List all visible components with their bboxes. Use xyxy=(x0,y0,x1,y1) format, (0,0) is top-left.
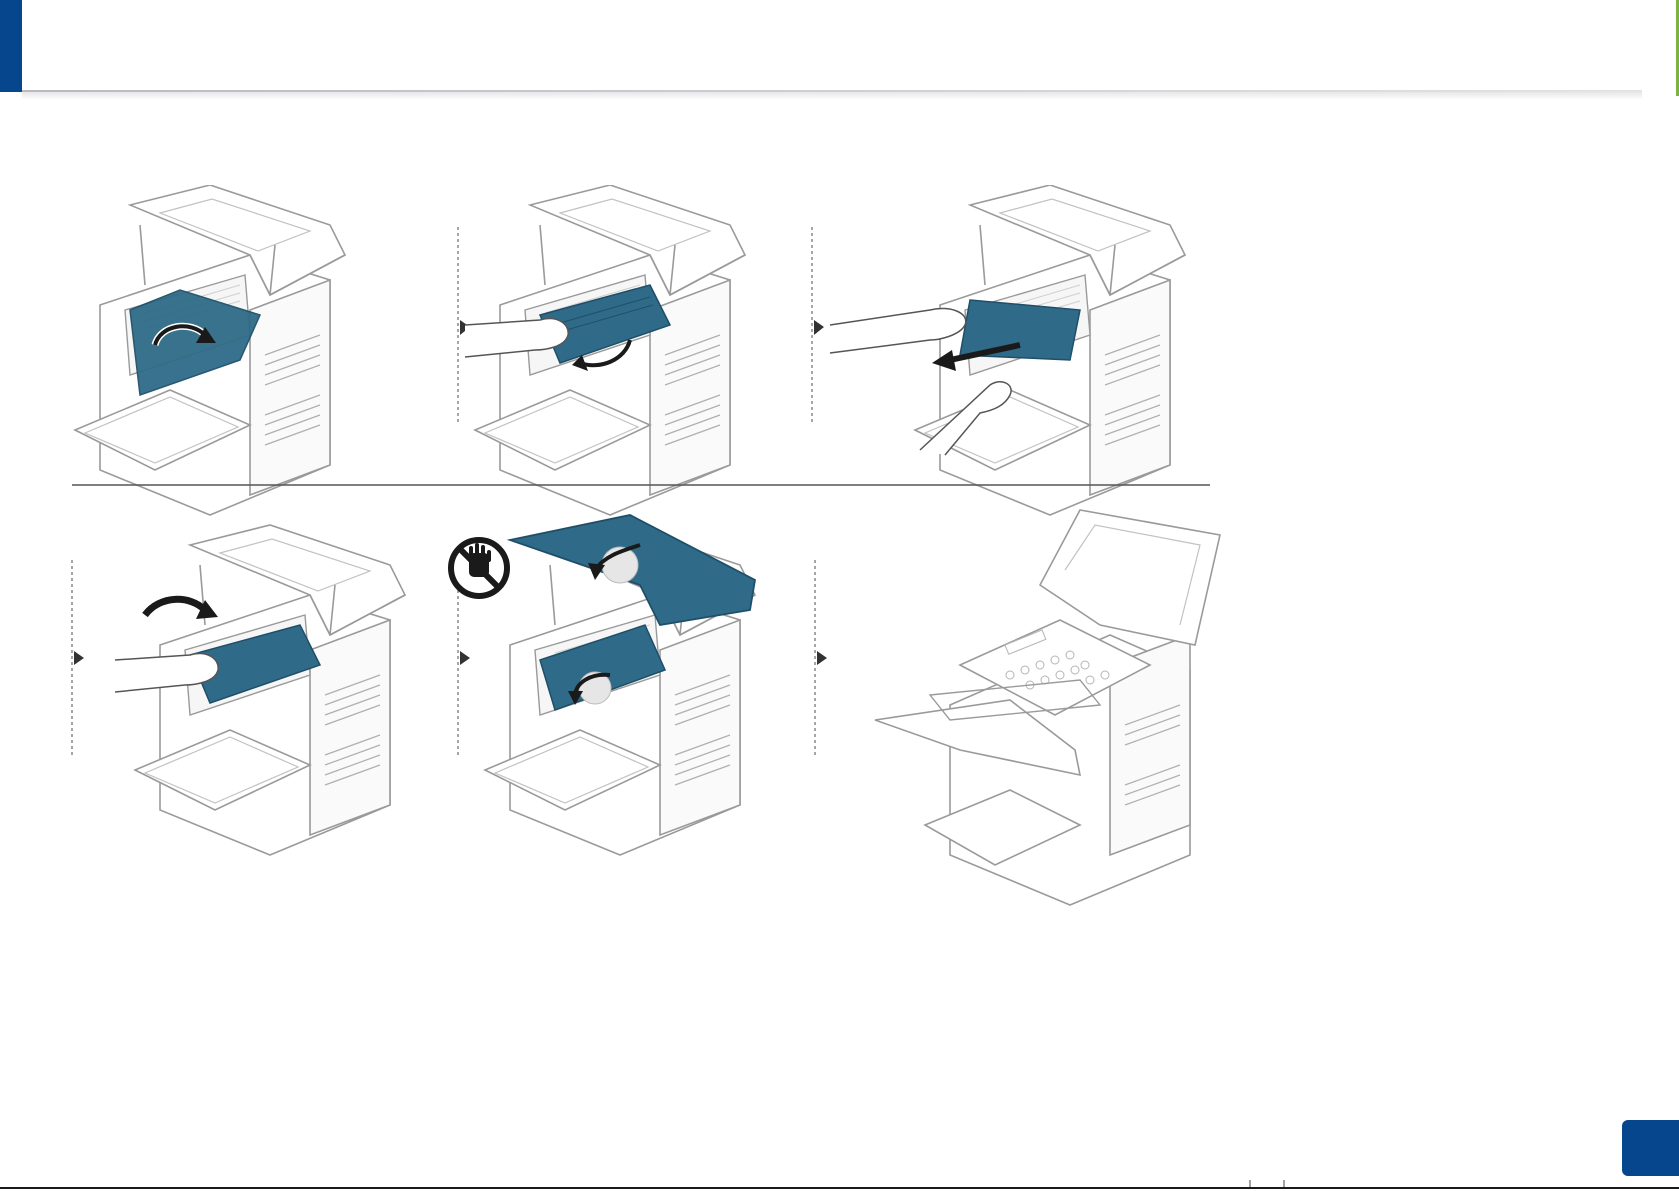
curved-arrow-icon xyxy=(145,599,205,615)
step-6-printer-with-feeder xyxy=(875,510,1220,905)
step-arrow-icon xyxy=(74,651,84,665)
step-3-pull-jammed-paper xyxy=(830,185,1185,515)
chapter-tab xyxy=(0,0,22,92)
step-4-reinsert-toner xyxy=(115,525,405,855)
step-arrow-icon xyxy=(814,320,824,335)
step-arrow-icon xyxy=(817,651,827,665)
step-5-close-covers xyxy=(485,515,755,855)
footer-rule xyxy=(0,1187,1679,1189)
page-number-badge xyxy=(1622,1120,1679,1176)
step-2-remove-toner xyxy=(465,185,745,515)
paper-jam-illustration xyxy=(60,185,1310,925)
step-arrow-icon xyxy=(460,651,470,665)
no-touch-hand-icon xyxy=(451,540,507,596)
header-divider xyxy=(22,90,1642,100)
step-1-open-inner-cover xyxy=(75,185,345,515)
